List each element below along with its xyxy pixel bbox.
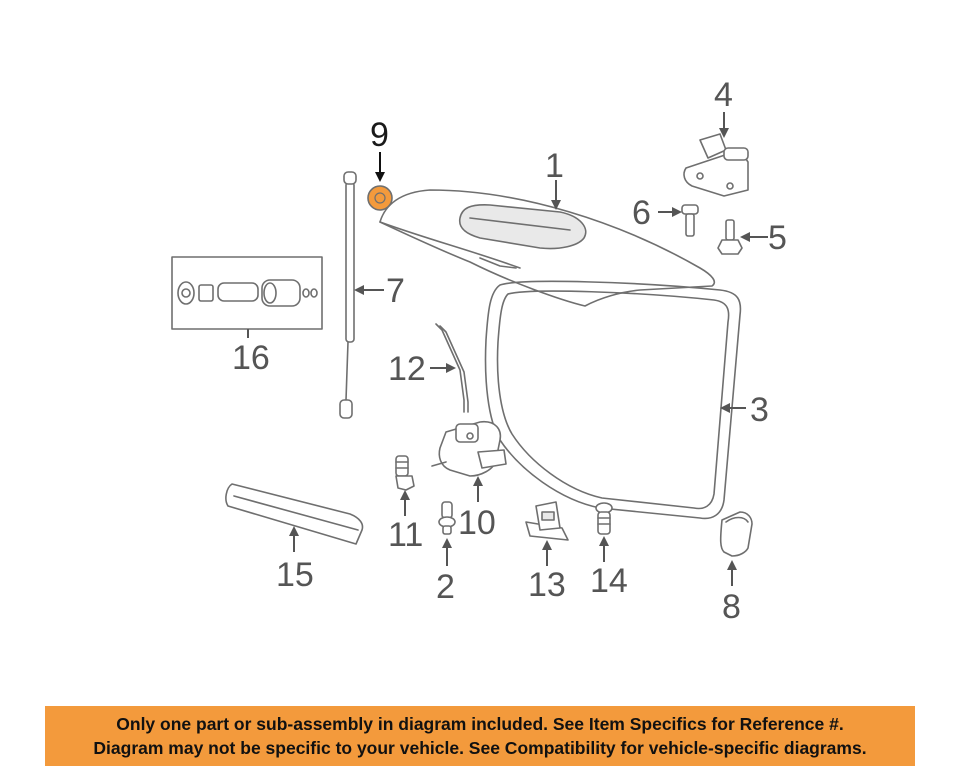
callout-11: 11: [388, 516, 423, 554]
notice-line-1: Only one part or sub-assembly in diagram…: [116, 714, 844, 734]
callout-15: 15: [276, 556, 314, 594]
bolt-2: [438, 501, 456, 535]
lift-support: [339, 171, 357, 419]
liftgate-panel: [379, 189, 716, 307]
callout-8: 8: [722, 588, 741, 626]
callout-16: 16: [232, 339, 270, 377]
notice-line-2: Diagram may not be specific to your vehi…: [93, 738, 867, 758]
callout-9: 9: [370, 116, 389, 154]
callout-4: 4: [714, 76, 733, 114]
callout-3: 3: [750, 391, 769, 429]
callout-12: 12: [388, 350, 426, 388]
callout-6: 6: [632, 194, 651, 232]
callout-14: 14: [590, 562, 628, 600]
striker: [525, 501, 569, 541]
applique: [225, 483, 364, 545]
callout-10: 10: [458, 504, 496, 542]
hinge: [683, 133, 749, 197]
weatherstrip: [484, 280, 742, 520]
callout-2: 2: [436, 568, 455, 606]
bumper-stop: [719, 511, 753, 557]
callout-13: 13: [528, 566, 566, 604]
bolt-6: [681, 204, 699, 237]
callout-7: 7: [386, 272, 405, 310]
callout-1: 1: [545, 147, 564, 185]
callout-5: 5: [768, 219, 787, 257]
callout-labels: 1 4 5 6 7 9 16 12 3 10 11 2 13 14 15 8: [232, 76, 787, 626]
grommet-highlighted: [367, 185, 393, 211]
notice-banner: Only one part or sub-assembly in diagram…: [45, 706, 915, 766]
stud-11: [395, 455, 415, 491]
bolt-14: [595, 502, 613, 535]
lock-cylinder-kit: [171, 256, 323, 330]
parts-diagram: 1 4 5 6 7 9 16 12 3 10 11 2 13 14 15 8: [171, 76, 787, 626]
lock-rod: [435, 323, 469, 413]
bolt-5: [717, 219, 743, 255]
arrows: [247, 112, 768, 586]
latch: [431, 420, 507, 477]
